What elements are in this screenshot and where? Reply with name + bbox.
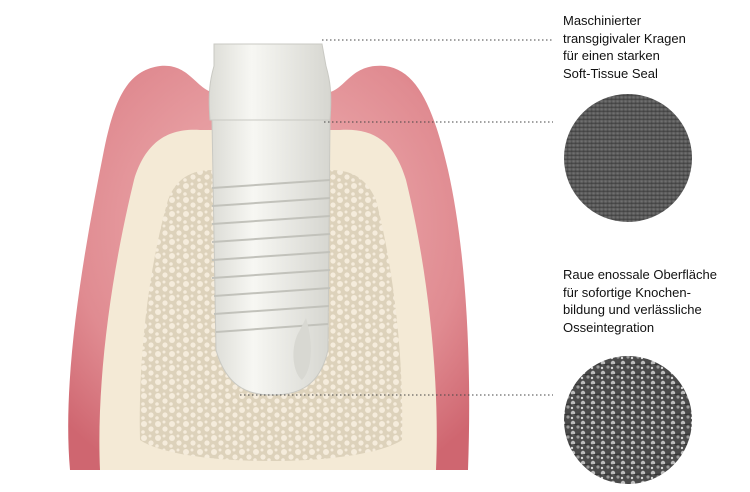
micrograph-smooth-surface bbox=[564, 94, 692, 222]
micrograph-rough-surface bbox=[564, 356, 692, 484]
annotation-collar: Maschinierter transgigivaler Kragen für … bbox=[563, 13, 686, 81]
implant-collar bbox=[208, 43, 332, 121]
implant-threads bbox=[211, 179, 331, 333]
annotation-rough-surface: Raue enossale Oberfläche für sofortige K… bbox=[563, 267, 717, 335]
implant-cutting-flute bbox=[293, 318, 311, 380]
implant bbox=[208, 43, 332, 396]
implant-body bbox=[211, 119, 331, 396]
leader-lines bbox=[240, 39, 553, 396]
